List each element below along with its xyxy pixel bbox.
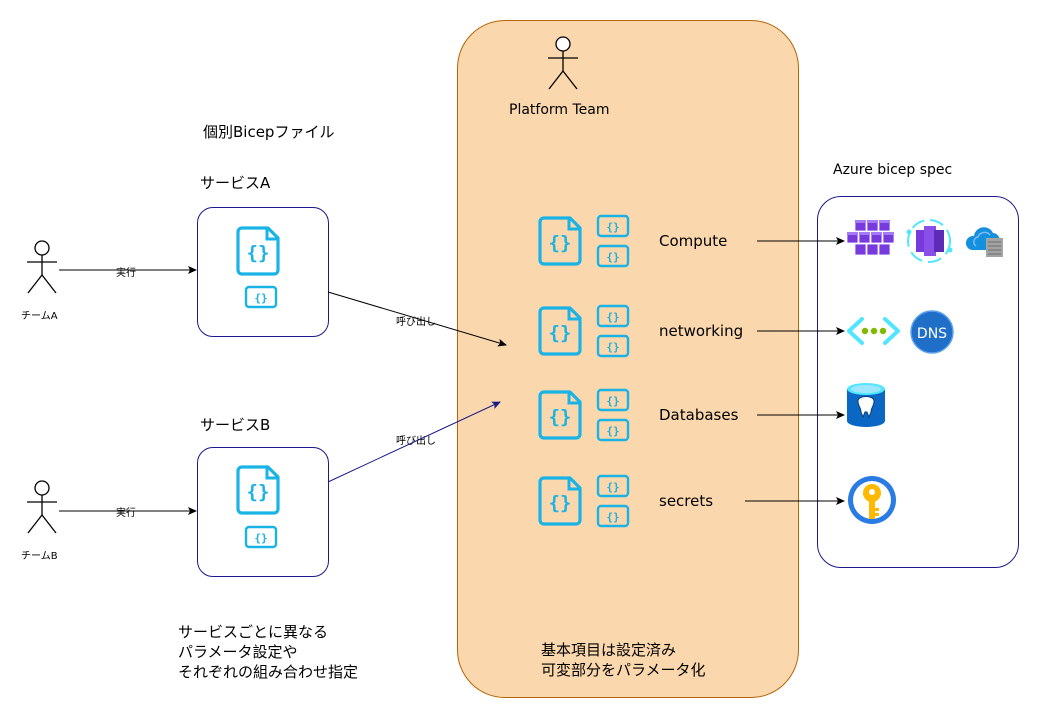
networking-param-icon-2 bbox=[596, 334, 630, 358]
service-a-call-arrow bbox=[327, 291, 507, 347]
container-apps-icon bbox=[906, 219, 953, 263]
compute-bicep-file-icon bbox=[538, 216, 582, 266]
module-label-compute: Compute bbox=[659, 232, 728, 250]
key-vault-icon bbox=[848, 476, 896, 524]
virtual-network-icon bbox=[847, 317, 900, 345]
databases-param-icon-1 bbox=[596, 388, 630, 412]
service-b-bicep-param-icon bbox=[244, 525, 278, 549]
service-b-bicep-file-icon bbox=[236, 465, 280, 515]
databases-param-icon-2 bbox=[596, 418, 630, 442]
team-b-actor-icon bbox=[26, 480, 58, 534]
compute-param-icon-2 bbox=[596, 244, 630, 268]
platform-team-actor-icon bbox=[547, 36, 579, 90]
service-b-title: サービスB bbox=[200, 416, 271, 434]
service-a-bicep-file-icon bbox=[236, 226, 280, 276]
platform-team-label: Platform Team bbox=[509, 102, 610, 118]
module-label-secrets: secrets bbox=[659, 492, 714, 510]
individual-bicep-title: 個別Bicepファイル bbox=[203, 123, 335, 141]
networking-bicep-file-icon bbox=[538, 306, 582, 356]
service-b-call-arrow bbox=[327, 401, 501, 483]
team-a-label: チームA bbox=[21, 311, 58, 322]
azure-bicep-spec-title: Azure bicep spec bbox=[833, 162, 953, 178]
svg-text:DNS: DNS bbox=[917, 326, 947, 342]
dns-icon: DNS bbox=[910, 310, 954, 354]
secrets-param-icon-2 bbox=[596, 504, 630, 528]
cloud-service-icon bbox=[965, 227, 1003, 257]
team-b-label: チームB bbox=[21, 551, 58, 562]
platform-note: 基本項目は設定済み 可変部分をパラメータ化 bbox=[541, 641, 706, 679]
module-label-networking: networking bbox=[659, 322, 744, 340]
team-a-actor-icon bbox=[26, 240, 58, 294]
services-note: サービスごとに異なる パラメータ設定や それぞれの組み合わせ指定 bbox=[178, 623, 359, 681]
secrets-param-icon-1 bbox=[596, 474, 630, 498]
platform-team-container bbox=[457, 20, 799, 698]
secrets-bicep-file-icon bbox=[538, 476, 582, 526]
service-a-title: サービスA bbox=[200, 174, 271, 192]
call-a-label: 呼び出し bbox=[396, 317, 436, 328]
databases-bicep-file-icon bbox=[538, 390, 582, 440]
module-label-databases: Databases bbox=[659, 406, 739, 424]
service-a-bicep-param-icon bbox=[244, 285, 278, 309]
compute-param-icon-1 bbox=[596, 214, 630, 238]
networking-param-icon-1 bbox=[596, 304, 630, 328]
execute-a-label: 実行 bbox=[116, 268, 136, 279]
postgresql-icon bbox=[847, 383, 885, 427]
execute-b-label: 実行 bbox=[116, 508, 136, 519]
kubernetes-icon bbox=[846, 219, 895, 256]
